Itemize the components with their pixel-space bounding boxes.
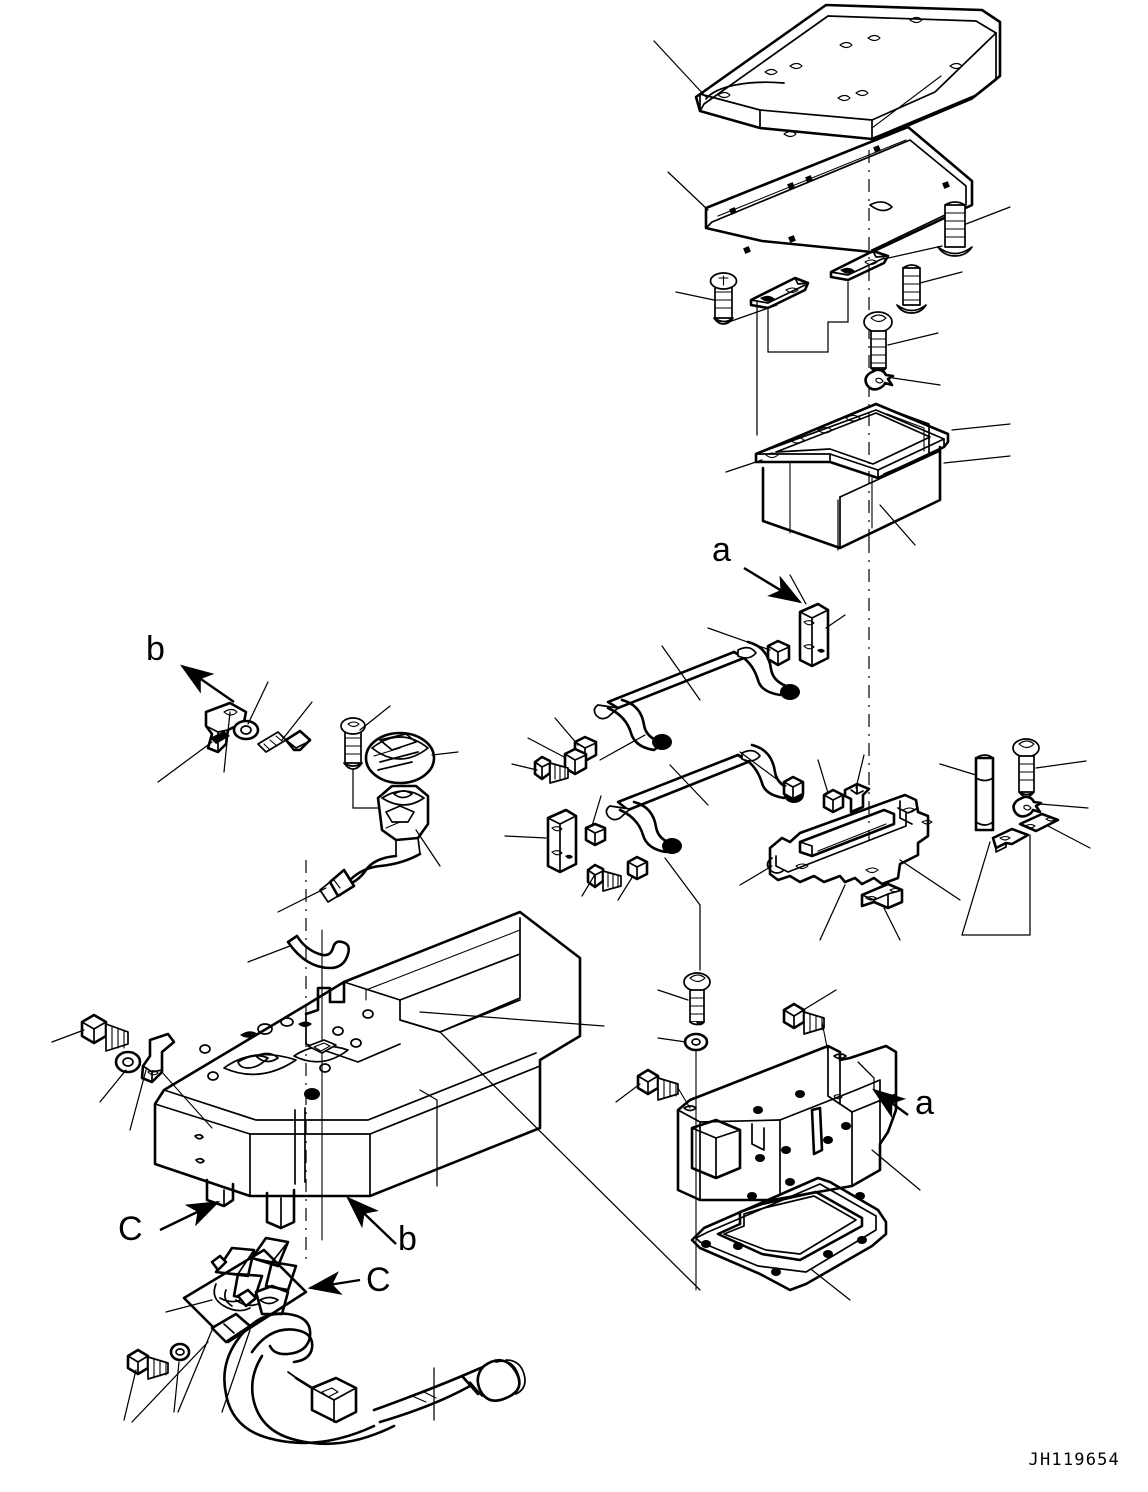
clamp-bracket bbox=[140, 1032, 176, 1084]
hex-nut bbox=[822, 788, 845, 814]
flat-washer bbox=[114, 1050, 142, 1074]
callout-arrow-a-top bbox=[743, 566, 803, 604]
top-plate bbox=[704, 125, 974, 254]
hex-bolt bbox=[533, 755, 569, 784]
flat-washer bbox=[683, 1032, 709, 1052]
callout-label-a-top: a bbox=[712, 531, 731, 569]
console-body bbox=[153, 910, 582, 1230]
callout-arrow-a-right bbox=[872, 1088, 909, 1119]
hex-bolt bbox=[80, 1013, 129, 1052]
eyelet-bolt bbox=[1012, 738, 1040, 798]
hex-bolt bbox=[126, 1348, 169, 1380]
eyelet-bolt bbox=[863, 311, 893, 374]
link-rod-upper bbox=[593, 640, 800, 752]
callout-arrow-b-left bbox=[180, 664, 235, 703]
hex-nut bbox=[782, 775, 805, 801]
hex-bolt bbox=[636, 1068, 679, 1101]
hinge-bracket-left bbox=[749, 276, 810, 310]
gasket-seal-plate bbox=[690, 1176, 888, 1292]
round-head-screw bbox=[937, 201, 973, 257]
bracket-plates bbox=[991, 812, 1060, 853]
callout-arrow-c-left bbox=[159, 1200, 221, 1232]
flat-washer bbox=[232, 719, 260, 741]
phillips-screw bbox=[709, 272, 738, 325]
retaining-clip bbox=[1012, 795, 1043, 818]
hex-bolt bbox=[782, 1002, 825, 1035]
callout-arrow-b-mid bbox=[346, 1196, 397, 1245]
callout-label-c-mid: C bbox=[366, 1261, 391, 1299]
hex-nut bbox=[584, 822, 607, 847]
control-knob bbox=[364, 731, 436, 785]
top-cushion-cover bbox=[694, 3, 1002, 142]
switch-body bbox=[376, 784, 430, 857]
callout-label-b-left: b bbox=[146, 630, 165, 668]
switch-wire bbox=[319, 852, 422, 903]
hex-bolt bbox=[257, 729, 312, 753]
eyelet-bolt bbox=[683, 972, 711, 1026]
hex-bolt bbox=[586, 863, 622, 892]
mount-block-upper bbox=[798, 602, 830, 668]
clamp-bracket bbox=[204, 701, 248, 754]
wiring-harness bbox=[182, 1236, 526, 1446]
callout-label-a-right: a bbox=[915, 1084, 934, 1122]
hinge-bracket-right bbox=[829, 249, 890, 282]
link-rod-lower bbox=[605, 743, 804, 854]
center-mounting-frame bbox=[766, 793, 933, 886]
callout-arrow-c-mid bbox=[307, 1271, 361, 1295]
flat-washer bbox=[169, 1342, 191, 1362]
round-head-screw bbox=[340, 717, 366, 770]
clamp-bracket bbox=[843, 782, 871, 814]
mount-block-lower bbox=[546, 808, 578, 874]
round-head-screw bbox=[896, 264, 927, 314]
spacer-pin bbox=[974, 754, 995, 832]
retaining-clip bbox=[864, 368, 895, 391]
callout-label-b-mid: b bbox=[398, 1220, 417, 1258]
hex-nut bbox=[766, 639, 791, 667]
gasket-seal-plate bbox=[860, 882, 904, 910]
callout-label-c-left: C bbox=[118, 1210, 143, 1248]
handle-strap bbox=[286, 934, 351, 970]
lower-support-frame bbox=[676, 1044, 898, 1202]
storage-tray bbox=[754, 402, 950, 550]
drawing-number: JH119654 bbox=[1028, 1450, 1120, 1470]
hex-nut bbox=[626, 855, 649, 881]
